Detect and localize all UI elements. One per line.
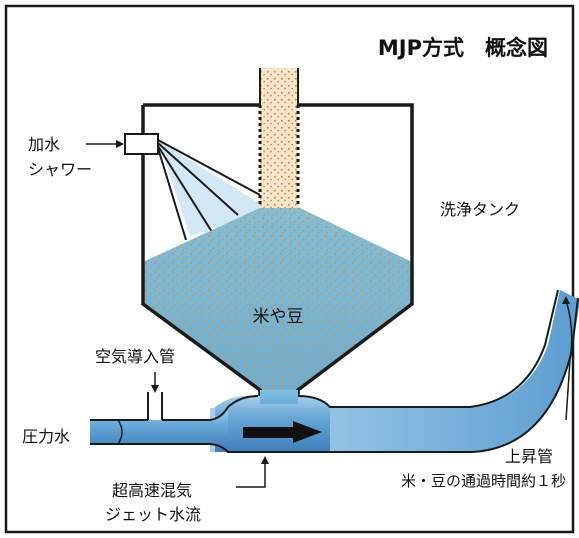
transit-time-label: 米・豆の通過時間約１秒 [401, 472, 566, 490]
pressure-water-label: 圧力水 [22, 427, 70, 446]
tank-contents [143, 207, 412, 390]
jet-pointer-arrowhead [261, 456, 269, 464]
jet-label-line1: 超高速混気 [112, 481, 192, 500]
riser-pointer-line [565, 299, 573, 421]
air-intake-pipe [147, 372, 163, 420]
outer-frame [4, 4, 575, 534]
shower-head-icon [124, 133, 159, 155]
jet-label-line2: ジェット水流 [105, 505, 201, 524]
shower-pointer-arrowhead [116, 140, 124, 148]
air-pipe-label: 空気導入管 [95, 347, 175, 366]
tank-label: 洗浄タンク [440, 200, 520, 219]
diagram-title: MJP方式 概念図 [378, 36, 548, 60]
grains-label: 米や豆 [253, 307, 304, 327]
riser-label: 上昇管 [505, 447, 553, 466]
riser-pointer-arrowhead [562, 296, 570, 304]
arrow-right-icon [243, 421, 322, 443]
shower-spray [157, 139, 263, 241]
feed-chute [258, 68, 300, 208]
shower-label-line2: シャワー [28, 160, 92, 179]
shower-label-line1: 加水 [28, 135, 60, 154]
jet-pointer-leader [236, 483, 266, 488]
